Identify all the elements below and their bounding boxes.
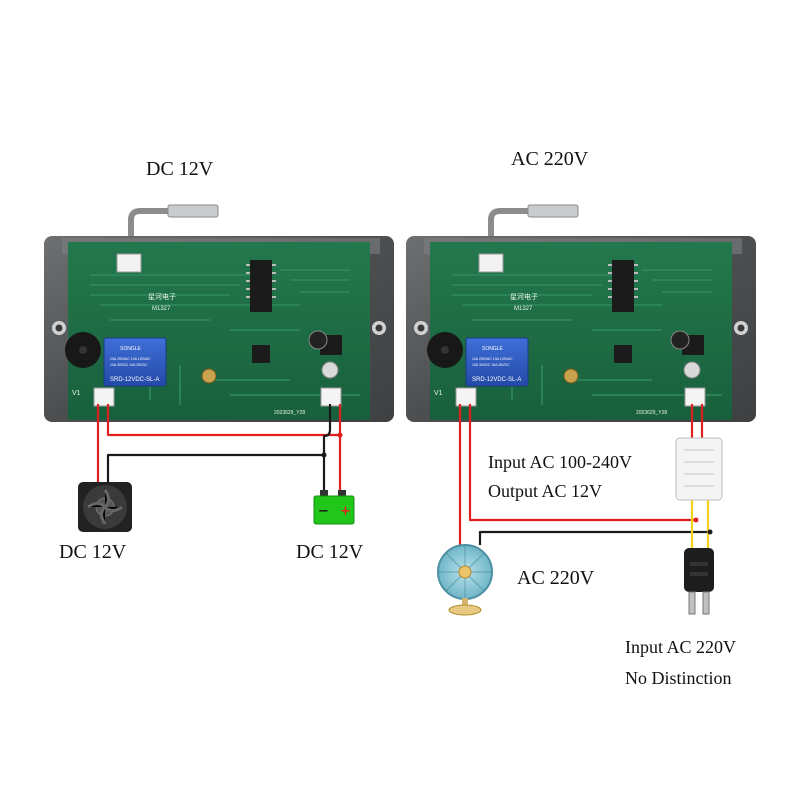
left-title: DC 12V [146,158,214,180]
right-temperature-probe [488,204,579,265]
left-board-model: M1327 [152,306,171,312]
svg-text:10A 250VAC 10A 125VAC: 10A 250VAC 10A 125VAC [472,357,513,361]
right-board-text: 星河电子 [510,292,538,301]
left-black-wire-load [106,453,326,490]
left-module: DC 12V [44,158,394,422]
right-relay: SONGLE 10A 250VAC 10A 125VAC 10A 30VDC 1… [465,337,529,387]
right-title: AC 220V [511,148,589,170]
right-black-wire-load [478,530,710,545]
right-red-wire-to-adapter [468,404,696,522]
right-board-date: 2023629_Y28 [636,410,667,416]
left-black-wire-top [322,404,332,455]
left-battery-icon: − + [313,490,355,525]
right-wiring [458,404,713,548]
right-board-model: M1327 [514,306,533,312]
left-relay: SONGLE 10A 250VAC 10A 125VAC 10A 30VDC 1… [103,337,167,387]
svg-text:10A 30VDC 10A 28VDC: 10A 30VDC 10A 28VDC [110,363,148,367]
svg-text:10A 30VDC 10A 28VDC: 10A 30VDC 10A 28VDC [472,363,510,367]
battery-plus-sign: + [340,504,351,519]
svg-text:SONGLE: SONGLE [120,346,142,352]
left-board-date: 2023629_Y28 [274,410,305,416]
plug-label-polarity: No Distinction [625,668,732,688]
battery-minus-sign: − [318,504,329,519]
adapter-output-label: Output AC 12V [488,481,602,501]
left-load-label: DC 12V [59,541,127,563]
left-board-text: 星河电子 [148,292,176,301]
left-dc-fan-icon [78,482,132,532]
right-port-label: V1 [434,390,443,397]
left-screw-holes [52,321,386,335]
left-port-label: V1 [72,390,81,397]
ac-load-label: AC 220V [517,567,595,589]
left-terminal-power [320,387,342,407]
right-terminal-load [455,387,477,407]
left-supply-label: DC 12V [296,541,364,563]
left-wiring [96,404,343,490]
svg-text:SRD-12VDC-SL-A: SRD-12VDC-SL-A [472,377,521,383]
left-terminal-load [93,387,115,407]
adapter-input-label: Input AC 100-240V [488,452,632,472]
svg-text:SRD-12VDC-SL-A: SRD-12VDC-SL-A [110,377,159,383]
ac-desk-fan-icon [437,544,493,616]
ac-plug-icon [684,548,714,615]
left-temperature-probe [128,204,219,265]
right-module: AC 220V SONGLE 10A 250VAC 10A 125VAC [406,148,756,422]
svg-text:10A 250VAC 10A 125VAC: 10A 250VAC 10A 125VAC [110,357,151,361]
right-screw-holes [414,321,748,335]
right-terminal-power [684,387,706,407]
ac-adapter-icon [675,437,723,501]
plug-label-input: Input AC 220V [625,637,736,657]
svg-text:SONGLE: SONGLE [482,346,504,352]
left-red-wire-bridge [106,404,342,437]
